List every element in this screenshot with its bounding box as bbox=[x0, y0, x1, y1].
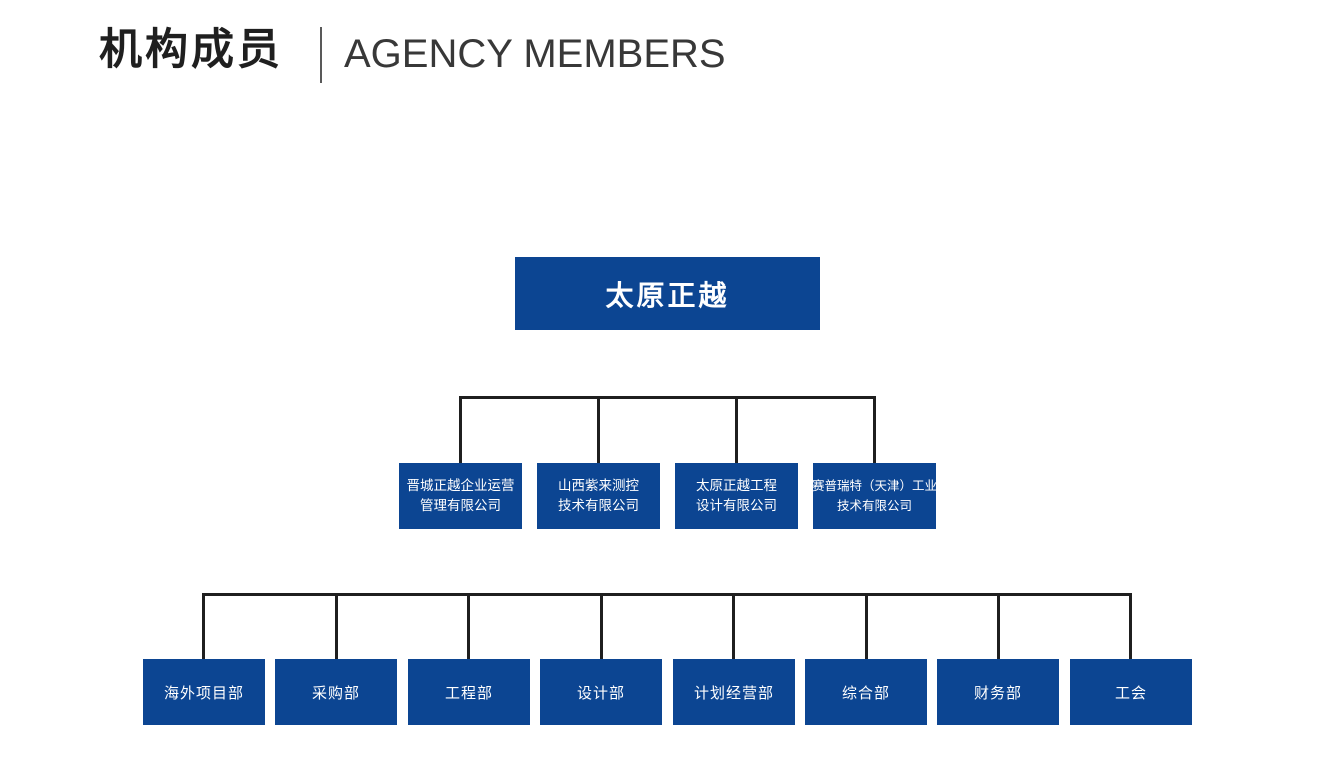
org-node-department: 工会 bbox=[1070, 659, 1192, 725]
page-subtitle: AGENCY MEMBERS bbox=[344, 32, 726, 76]
connector-line bbox=[735, 396, 738, 463]
org-node-label: 晋城正越企业运营 bbox=[406, 478, 515, 493]
org-node-label: 综合部 bbox=[841, 684, 890, 702]
connector-line bbox=[202, 593, 205, 659]
org-node-label: 工程部 bbox=[444, 684, 493, 702]
org-node-label: 设计有限公司 bbox=[696, 498, 777, 513]
org-node-department: 计划经营部 bbox=[673, 659, 795, 725]
org-node-label: 采购部 bbox=[311, 684, 360, 702]
org-node-label: 海外项目部 bbox=[163, 684, 244, 702]
org-node-root-label: 太原正越 bbox=[605, 279, 730, 311]
org-node-subsidiary: 山西紫来测控 技术有限公司 bbox=[537, 463, 660, 529]
connector-line bbox=[597, 396, 600, 463]
connector-line bbox=[997, 593, 1000, 659]
page-title: 机构成员 bbox=[99, 26, 283, 74]
org-node-department: 海外项目部 bbox=[143, 659, 265, 725]
org-node-label: 技术有限公司 bbox=[558, 498, 639, 513]
org-node-department: 财务部 bbox=[937, 659, 1059, 725]
org-node-label: 设计部 bbox=[576, 684, 625, 702]
org-node-subsidiary: 太原正越工程 设计有限公司 bbox=[675, 463, 798, 529]
org-node-root: 太原正越 bbox=[515, 257, 820, 330]
connector-line bbox=[459, 396, 462, 463]
org-node-label: 技术有限公司 bbox=[836, 499, 912, 513]
connector-line bbox=[1129, 593, 1132, 659]
org-node-subsidiary: 晋城正越企业运营 管理有限公司 bbox=[399, 463, 522, 529]
org-node-label: 山西紫来测控 bbox=[558, 478, 639, 493]
connector-line bbox=[202, 593, 1132, 596]
org-node-label: 太原正越工程 bbox=[696, 478, 777, 493]
org-node-subsidiary: 赛普瑞特（天津）工业 技术有限公司 bbox=[812, 463, 938, 529]
org-node-label: 管理有限公司 bbox=[420, 498, 501, 513]
connector-line bbox=[732, 593, 735, 659]
org-node-department: 设计部 bbox=[540, 659, 662, 725]
connector-line bbox=[467, 593, 470, 659]
connector-line bbox=[600, 593, 603, 659]
org-node-label: 工会 bbox=[1114, 684, 1147, 702]
org-node-label: 财务部 bbox=[973, 684, 1022, 702]
org-node-department: 综合部 bbox=[805, 659, 927, 725]
org-node-department: 采购部 bbox=[275, 659, 397, 725]
title-divider bbox=[320, 27, 322, 83]
org-node-department: 工程部 bbox=[408, 659, 530, 725]
connector-line bbox=[873, 396, 876, 463]
connector-line bbox=[459, 396, 876, 399]
connector-line bbox=[865, 593, 868, 659]
org-node-label: 计划经营部 bbox=[693, 684, 774, 702]
connector-line bbox=[335, 593, 338, 659]
org-node-label: 赛普瑞特（天津）工业 bbox=[812, 479, 938, 493]
